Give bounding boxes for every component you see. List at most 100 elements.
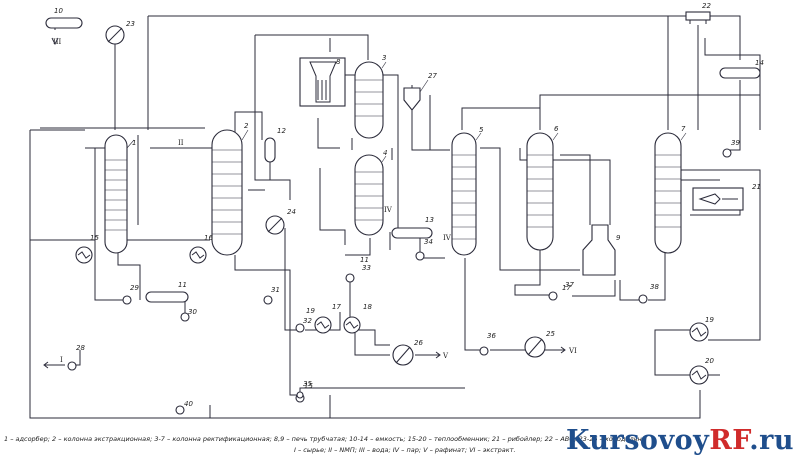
label-6: 6 bbox=[554, 125, 559, 133]
column-1-adsorber bbox=[104, 134, 128, 254]
column-3 bbox=[354, 61, 384, 139]
stream-IV-a: IV bbox=[384, 206, 393, 214]
vessel-10 bbox=[45, 17, 83, 29]
legend: 1 – адсорбер; 2 – колонна экстракционная… bbox=[4, 434, 644, 456]
label-40: 40 bbox=[184, 400, 193, 408]
label-5: 5 bbox=[479, 126, 484, 134]
reboiler-21 bbox=[692, 187, 744, 211]
label-10: 10 bbox=[54, 7, 63, 15]
label-4: 4 bbox=[383, 149, 387, 157]
label-17: 17 bbox=[332, 303, 341, 311]
column-5 bbox=[451, 132, 477, 256]
stream-II: II bbox=[178, 139, 184, 147]
label-23: 23 bbox=[126, 20, 135, 28]
stream-IV-b: IV bbox=[443, 234, 452, 242]
legend-line-1: 1 – адсорбер; 2 – колонна экстракционная… bbox=[4, 435, 644, 443]
label-3: 3 bbox=[382, 54, 386, 62]
heat-exchanger-19 bbox=[689, 322, 709, 342]
flow-arrows bbox=[43, 37, 566, 369]
pumps bbox=[67, 148, 732, 415]
pump-34 bbox=[415, 251, 425, 261]
cooler-25 bbox=[524, 336, 546, 358]
pump-28 bbox=[67, 361, 77, 371]
furnace-9 bbox=[582, 224, 616, 276]
label-15b: 15 bbox=[304, 382, 313, 390]
label-22: 22 bbox=[702, 2, 711, 10]
watermark-part-3: .ru bbox=[749, 425, 794, 456]
label-12: 12 bbox=[277, 127, 286, 135]
label-36: 36 bbox=[487, 332, 496, 340]
label-35: 35 bbox=[303, 380, 312, 388]
legend-line-2: I – сырье; II – NMП; III – вода; IV – па… bbox=[294, 446, 516, 454]
stream-III: III bbox=[53, 38, 62, 46]
label-33: 33 bbox=[362, 264, 371, 272]
label-28: 28 bbox=[76, 344, 85, 352]
label-37: 37 bbox=[565, 281, 574, 289]
heat-exchanger-17 bbox=[314, 316, 332, 334]
watermark-logo: KursovoyRF.ru bbox=[566, 425, 794, 456]
column-7 bbox=[654, 132, 682, 254]
cooler-23 bbox=[105, 25, 125, 45]
stream-V: V bbox=[442, 352, 449, 360]
pump-40 bbox=[175, 405, 185, 415]
pump-32 bbox=[295, 323, 305, 333]
label-17b: 17 bbox=[562, 284, 571, 292]
pump-15b bbox=[296, 391, 304, 399]
label-34: 34 bbox=[424, 238, 433, 246]
label-9: 9 bbox=[616, 234, 621, 242]
stream-I: I bbox=[60, 356, 63, 364]
pump-37 bbox=[548, 291, 558, 301]
label-29: 29 bbox=[130, 284, 139, 292]
label-13: 13 bbox=[425, 216, 434, 224]
label-11: 11 bbox=[178, 281, 187, 289]
column-2-extraction bbox=[211, 129, 243, 256]
vessel-13 bbox=[391, 227, 433, 239]
label-18: 18 bbox=[363, 303, 372, 311]
label-1: 1 bbox=[132, 139, 136, 147]
label-19: 19 bbox=[705, 316, 714, 324]
pump-38 bbox=[638, 294, 648, 304]
equipment-labels: 1 2 3 4 5 6 7 8 9 10 11 11 12 13 14 15 1… bbox=[54, 2, 764, 408]
vessel-14 bbox=[719, 67, 761, 79]
pump-36 bbox=[479, 346, 489, 356]
label-2: 2 bbox=[244, 122, 249, 130]
label-32: 32 bbox=[303, 317, 312, 325]
label-24: 24 bbox=[287, 208, 296, 216]
pump-39 bbox=[722, 148, 732, 158]
stream-labels: I II III IV IV V VI bbox=[53, 38, 577, 364]
label-14: 14 bbox=[755, 59, 764, 67]
label-30: 30 bbox=[188, 308, 197, 316]
cooler-24 bbox=[265, 215, 285, 235]
heat-exchanger-18 bbox=[343, 316, 361, 334]
vessel-12 bbox=[264, 137, 276, 163]
label-19b: 19 bbox=[306, 307, 315, 315]
furnace-8 bbox=[299, 57, 346, 107]
label-39: 39 bbox=[731, 139, 740, 147]
stream-VI: VI bbox=[568, 347, 577, 355]
cooler-26 bbox=[392, 344, 414, 366]
pump-33 bbox=[345, 273, 355, 283]
heat-exchanger-15a bbox=[75, 246, 93, 264]
pump-29 bbox=[122, 295, 132, 305]
leader-lines bbox=[126, 61, 687, 163]
label-15: 15 bbox=[90, 234, 99, 242]
separator-27 bbox=[403, 87, 421, 111]
column-4 bbox=[354, 154, 384, 236]
label-21: 21 bbox=[752, 183, 761, 191]
pump-31 bbox=[263, 295, 273, 305]
label-25: 25 bbox=[546, 330, 555, 338]
label-26: 26 bbox=[414, 339, 423, 347]
label-7: 7 bbox=[681, 125, 686, 133]
heat-exchanger-16 bbox=[189, 246, 207, 264]
label-8: 8 bbox=[336, 58, 341, 66]
heat-exchanger-20 bbox=[689, 365, 709, 385]
watermark-part-2: RF bbox=[709, 425, 750, 456]
piping bbox=[29, 15, 761, 419]
vessel-11 bbox=[145, 291, 189, 303]
label-38: 38 bbox=[650, 283, 659, 291]
label-11b: 11 bbox=[360, 256, 369, 264]
label-27: 27 bbox=[428, 72, 437, 80]
air-cooler-22 bbox=[685, 11, 711, 24]
label-20: 20 bbox=[705, 357, 714, 365]
